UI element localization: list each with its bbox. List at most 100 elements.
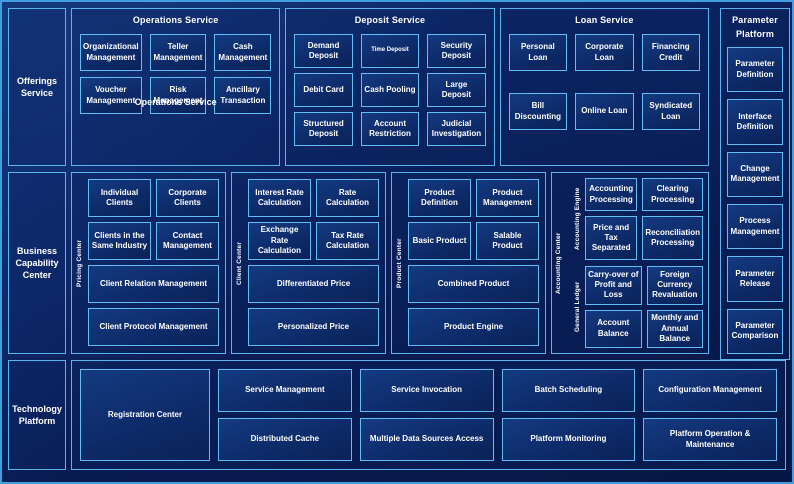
group-general-ledger: General Ledger Carry-over of Profit and … bbox=[574, 266, 703, 348]
panel-title-deposit-service: Deposit Service bbox=[354, 15, 426, 25]
cell-financing-credit[interactable]: Financing Credit bbox=[641, 34, 700, 71]
cell-syndicated-loan[interactable]: Syndicated Loan bbox=[641, 93, 700, 130]
panel-title-parameter-platform: Parameter Platform bbox=[732, 15, 778, 39]
cell-demand-deposit[interactable]: Demand Deposit bbox=[294, 34, 353, 68]
cell-clients-same-industry[interactable]: Clients in the Same Industry bbox=[88, 222, 151, 260]
panel-product-center[interactable]: Product Center Product Definition Produc… bbox=[391, 172, 546, 354]
cell-clearing-processing[interactable]: Clearing Processing bbox=[642, 178, 703, 212]
panel-title-operations-service: Operations Service bbox=[132, 15, 219, 25]
cell-interest-rate-calculation[interactable]: Interest Rate Calculation bbox=[248, 179, 311, 217]
vertical-label-product-center: Product Center bbox=[396, 238, 403, 288]
cell-price-and-tax-separated[interactable]: Price and Tax Separated bbox=[585, 216, 638, 260]
cell-basic-product[interactable]: Basic Product bbox=[408, 222, 471, 260]
panel-accounting-center[interactable]: Accounting Center Accounting Engine Acco… bbox=[551, 172, 709, 354]
cell-cash-pooling[interactable]: Cash Pooling bbox=[360, 73, 420, 107]
grid-loan-service: Personal Loan Corporate Loan Financing C… bbox=[508, 34, 700, 130]
row-label-technology-platform: Technology Platform bbox=[8, 360, 66, 470]
cell-distributed-cache[interactable]: Distributed Cache bbox=[218, 418, 352, 461]
cell-process-management[interactable]: Process Management bbox=[727, 203, 783, 250]
cell-platform-monitoring[interactable]: Platform Monitoring bbox=[501, 418, 636, 461]
cell-product-management[interactable]: Product Management bbox=[476, 179, 539, 217]
cell-combined-product[interactable]: Combined Product bbox=[408, 265, 539, 303]
cell-reconciliation-processing[interactable]: Reconciliation Processing bbox=[642, 216, 703, 260]
row-label-business-capability-center: Business Capability Center bbox=[8, 172, 66, 354]
cell-risk-management[interactable]: Risk Management bbox=[149, 77, 207, 114]
cell-contact-management[interactable]: Contact Management bbox=[156, 222, 219, 260]
cell-organizational-management[interactable]: Organizational Management bbox=[80, 34, 142, 71]
cell-product-engine[interactable]: Product Engine bbox=[408, 308, 539, 346]
cell-tax-rate-calculation[interactable]: Tax Rate Calculation bbox=[316, 222, 379, 260]
pair-clients-1: Individual Clients Corporate Clients bbox=[88, 179, 219, 217]
cell-client-protocol-management[interactable]: Client Protocol Management bbox=[88, 308, 219, 346]
vertical-label-accounting-center: Accounting Center bbox=[555, 232, 562, 294]
cell-account-restriction[interactable]: Account Restriction bbox=[360, 112, 420, 146]
cell-security-deposit[interactable]: Security Deposit bbox=[427, 34, 486, 68]
panel-operations-service[interactable]: Operations Service Organizational Manage… bbox=[71, 8, 281, 166]
cell-change-management[interactable]: Change Management bbox=[727, 151, 783, 197]
panel-loan-service[interactable]: Loan Service Personal Loan Corporate Loa… bbox=[499, 8, 709, 166]
pair-rates-1: Interest Rate Calculation Rate Calculati… bbox=[248, 179, 379, 217]
cell-debit-card[interactable]: Debit Card bbox=[294, 73, 353, 107]
cell-rate-calculation[interactable]: Rate Calculation bbox=[316, 179, 379, 217]
cell-structured-deposit[interactable]: Structured Deposit bbox=[294, 112, 353, 146]
cell-voucher-management[interactable]: Voucher Management bbox=[80, 77, 142, 114]
tech-featured-wrapper: Registration Center bbox=[80, 369, 210, 461]
vertical-label-accounting-engine: Accounting Engine bbox=[574, 187, 581, 251]
grid-technology-platform: Service Management Service Invocation Ba… bbox=[218, 369, 777, 461]
cell-teller-management[interactable]: Teller Management bbox=[149, 34, 207, 71]
cell-large-deposit[interactable]: Large Deposit bbox=[427, 73, 486, 107]
panel-client-center[interactable]: Client Center Interest Rate Calculation … bbox=[231, 172, 386, 354]
cell-platform-operation-maintenance[interactable]: Platform Operation & Maintenance bbox=[643, 418, 777, 461]
panel-parameter-platform[interactable]: Parameter Platform Parameter Definition … bbox=[720, 8, 790, 360]
cell-client-relation-management[interactable]: Client Relation Management bbox=[88, 265, 219, 303]
cell-carry-over-profit-loss[interactable]: Carry-over of Profit and Loss bbox=[585, 266, 642, 305]
cell-service-invocation[interactable]: Service Invocation bbox=[359, 369, 494, 412]
cell-monthly-annual-balance[interactable]: Monthly and Annual Balance bbox=[646, 309, 703, 348]
vertical-label-general-ledger: General Ledger bbox=[574, 281, 581, 333]
grid-operations-service: Organizational Management Teller Managem… bbox=[80, 34, 272, 114]
cell-accounting-processing[interactable]: Accounting Processing bbox=[585, 178, 638, 212]
group-accounting-engine: Accounting Engine Accounting Processing … bbox=[574, 178, 703, 260]
pair-product-2: Basic Product Salable Product bbox=[408, 222, 539, 260]
cell-interface-definition[interactable]: Interface Definition bbox=[727, 99, 783, 145]
pair-product-1: Product Definition Product Management bbox=[408, 179, 539, 217]
cell-bill-discounting[interactable]: Bill Discounting bbox=[508, 93, 568, 130]
cell-time-deposit[interactable]: Time Deposit bbox=[360, 34, 420, 68]
row-business-capability-center: Business Capability Center Pricing Cente… bbox=[8, 172, 786, 354]
grid-deposit-service: Demand Deposit Time Deposit Security Dep… bbox=[294, 34, 486, 146]
cell-account-balance[interactable]: Account Balance bbox=[585, 309, 642, 348]
cell-salable-product[interactable]: Salable Product bbox=[476, 222, 539, 260]
cell-corporate-loan[interactable]: Corporate Loan bbox=[575, 34, 634, 71]
cell-ancillary-transaction[interactable]: Ancillary Transaction bbox=[214, 77, 272, 114]
row-label-offerings-service: Offerings Service bbox=[8, 8, 66, 166]
cell-online-loan[interactable]: Online Loan bbox=[575, 93, 634, 130]
pair-clients-2: Clients in the Same Industry Contact Man… bbox=[88, 222, 219, 260]
cell-batch-scheduling[interactable]: Batch Scheduling bbox=[501, 369, 636, 412]
cell-registration-center[interactable]: Registration Center bbox=[80, 369, 210, 461]
cell-service-management[interactable]: Service Management bbox=[218, 369, 352, 412]
panel-deposit-service[interactable]: Deposit Service Demand Deposit Time Depo… bbox=[285, 8, 495, 166]
cell-personalized-price[interactable]: Personalized Price bbox=[248, 308, 379, 346]
cell-exchange-rate-calculation[interactable]: Exchange Rate Calculation bbox=[248, 222, 311, 260]
cell-parameter-comparison[interactable]: Parameter Comparison bbox=[727, 308, 783, 355]
panel-pricing-center[interactable]: Pricing Center Individual Clients Corpor… bbox=[71, 172, 226, 354]
cell-differentiated-price[interactable]: Differentiated Price bbox=[248, 265, 379, 303]
cell-configuration-management[interactable]: Configuration Management bbox=[643, 369, 777, 412]
row-offerings-service: Offerings Service Operations Service Org… bbox=[8, 8, 786, 166]
cell-cash-management[interactable]: Cash Management bbox=[214, 34, 272, 71]
cell-personal-loan[interactable]: Personal Loan bbox=[508, 34, 568, 71]
vertical-label-client-center: Client Center bbox=[236, 241, 243, 285]
row-technology-platform: Technology Platform Registration Center … bbox=[8, 360, 786, 470]
cell-multiple-data-sources-access[interactable]: Multiple Data Sources Access bbox=[359, 418, 494, 461]
panel-technology-platform[interactable]: Registration Center Service Management S… bbox=[71, 360, 786, 470]
cell-foreign-currency-revaluation[interactable]: Foreign Currency Revaluation bbox=[646, 266, 703, 305]
cell-individual-clients[interactable]: Individual Clients bbox=[88, 179, 151, 217]
cell-parameter-definition[interactable]: Parameter Definition bbox=[727, 46, 783, 93]
cell-product-definition[interactable]: Product Definition bbox=[408, 179, 471, 217]
cell-judicial-investigation[interactable]: Judicial Investigation bbox=[427, 112, 486, 146]
cell-corporate-clients[interactable]: Corporate Clients bbox=[156, 179, 219, 217]
panel-title-loan-service: Loan Service bbox=[575, 15, 634, 25]
cell-parameter-release[interactable]: Parameter Release bbox=[727, 256, 783, 302]
pair-rates-2: Exchange Rate Calculation Tax Rate Calcu… bbox=[248, 222, 379, 260]
